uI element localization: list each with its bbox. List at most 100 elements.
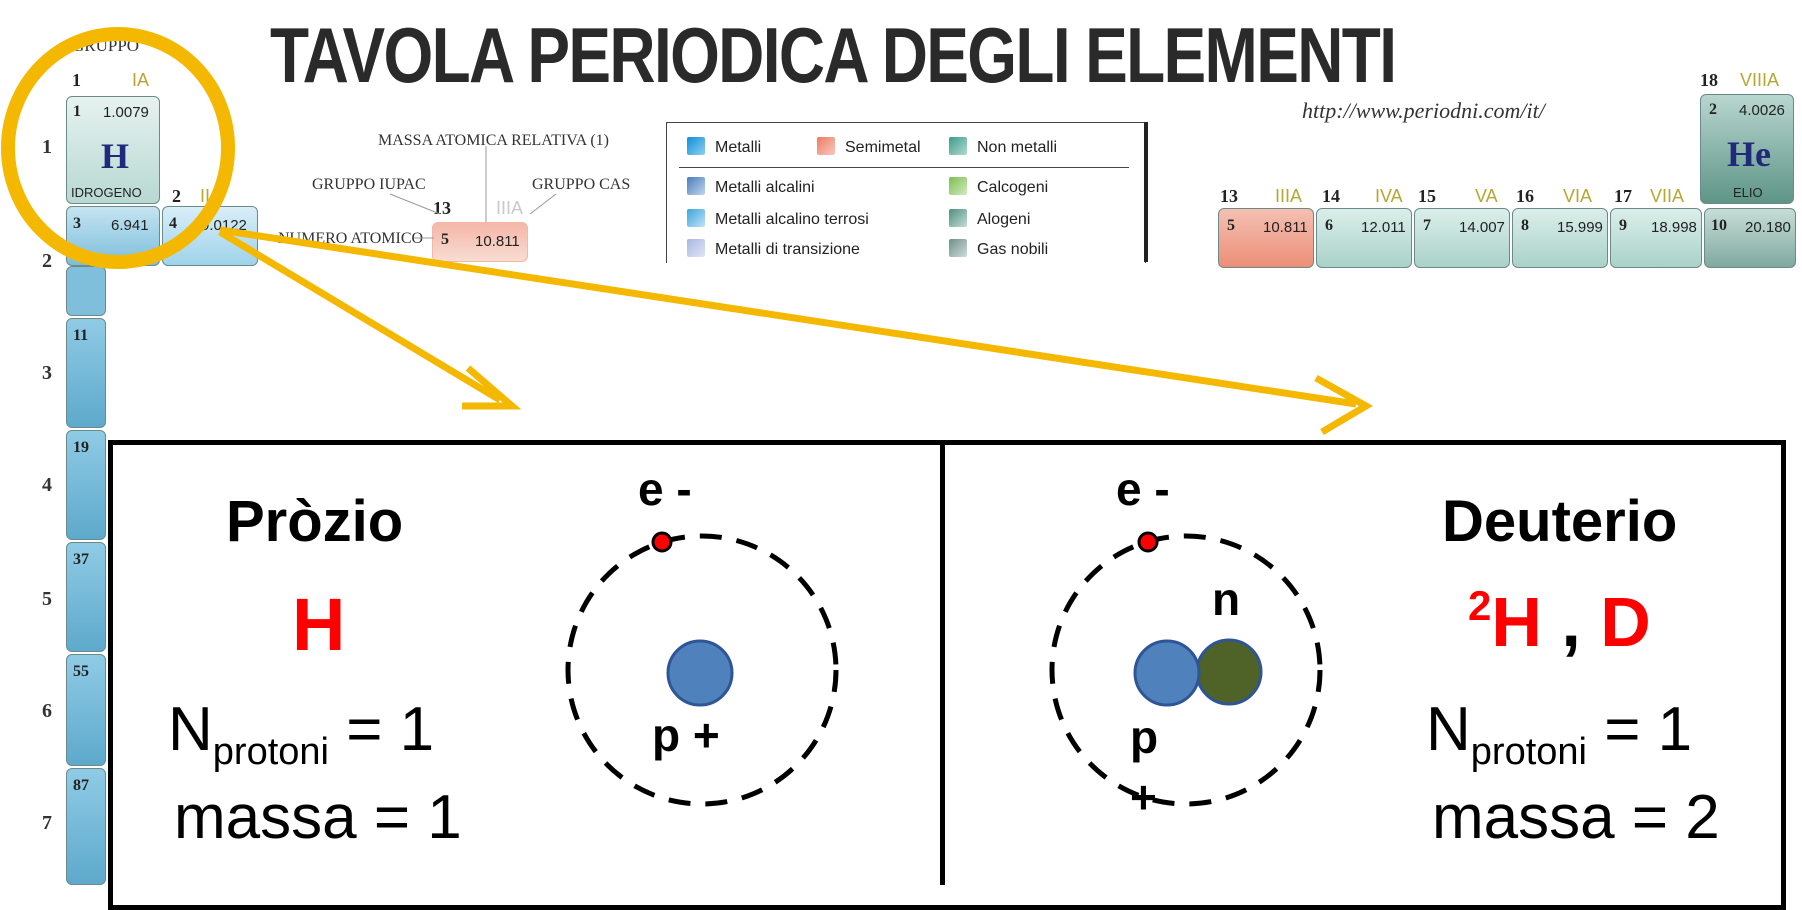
- group-17-cas: VIIA: [1650, 186, 1685, 206]
- element-number: 3: [73, 215, 81, 232]
- period-1: 1: [42, 136, 52, 158]
- element-number: 87: [73, 777, 89, 794]
- group-14-cas: IVA: [1375, 186, 1403, 206]
- deuterio-symbol: 2H , D: [1468, 582, 1651, 661]
- element-symbol: H: [101, 136, 130, 176]
- deuterio-proton: [1133, 639, 1201, 707]
- swatch-icon: [687, 239, 705, 257]
- element-name: ELIO: [1733, 185, 1763, 200]
- key-cas-label: GRUPPO CAS: [532, 176, 631, 193]
- element-cell-helium[interactable]: 2 4.0026 He ELIO: [1700, 94, 1794, 204]
- group-15-number: 15: [1418, 186, 1436, 206]
- element-number: 5: [1227, 217, 1235, 234]
- prozio-proton-label: p +: [652, 709, 720, 761]
- element-cell-rubidium[interactable]: 37: [66, 542, 106, 652]
- highlight-circle: [1, 27, 235, 269]
- element-number: 55: [73, 663, 89, 680]
- deuterio-neutron-label: n: [1212, 573, 1241, 625]
- element-number: 1: [73, 103, 81, 120]
- legend-non-metalli: Non metalli: [949, 137, 1057, 157]
- deuterio-electron-label: e -: [1116, 463, 1170, 515]
- prozio-protoni: Nprotoni = 1: [168, 695, 435, 773]
- deuterio-proton-label: p: [1130, 711, 1159, 763]
- period-4: 4: [42, 474, 52, 496]
- element-number: 10: [1711, 217, 1727, 234]
- swatch-icon: [687, 177, 705, 195]
- element-cell-neon[interactable]: 10 20.180: [1704, 208, 1796, 268]
- group-18-number: 18: [1700, 70, 1718, 90]
- period-5: 5: [42, 588, 52, 610]
- element-cell-fluorine[interactable]: 9 18.998: [1610, 208, 1702, 268]
- prozio-massa: massa = 1: [174, 783, 462, 852]
- deuterio-protoni: Nprotoni = 1: [1426, 695, 1693, 773]
- swatch-icon: [949, 209, 967, 227]
- element-cell-row2-partial: [66, 266, 106, 316]
- deuterio-electron: [1137, 531, 1159, 553]
- group-17-number: 17: [1614, 186, 1632, 206]
- element-cell-hydrogen[interactable]: 1 1.0079 H IDROGENO: [66, 96, 160, 204]
- key-example-cell: 5 10.811: [432, 222, 528, 262]
- element-number: 9: [1619, 217, 1627, 234]
- element-cell-boron[interactable]: 5 10.811: [1218, 208, 1314, 268]
- element-cell-oxygen[interactable]: 8 15.999: [1512, 208, 1608, 268]
- prozio-electron: [651, 531, 673, 553]
- swatch-icon: [817, 137, 835, 155]
- key-iupac-line: [389, 193, 441, 215]
- deuterio-proton-plus: +: [1130, 771, 1157, 823]
- element-number: 6: [1325, 217, 1333, 234]
- swatch-icon: [949, 239, 967, 257]
- panel-divider: [940, 440, 945, 885]
- arrow-to-prozio: [218, 228, 502, 404]
- atom-diagrams: [565, 531, 1323, 807]
- legend-metalli-alcalino-terrosi: Metalli alcalino terrosi: [687, 209, 869, 229]
- element-cell-carbon[interactable]: 6 12.011: [1316, 208, 1412, 268]
- element-mass: 1.0079: [103, 104, 149, 121]
- key-cas-line: [529, 193, 557, 215]
- element-number: 11: [73, 327, 89, 344]
- deuterio-neutron: [1195, 638, 1263, 706]
- group-1-cas: IA: [132, 70, 150, 90]
- legend-alogeni: Alogeni: [949, 209, 1030, 229]
- element-cell-sodium[interactable]: 11: [66, 318, 106, 428]
- legend-metalli: Metalli: [687, 137, 761, 157]
- element-cell-nitrogen[interactable]: 7 14.007: [1414, 208, 1510, 268]
- deuterio-name: Deuterio: [1442, 489, 1678, 554]
- key-example-mass: 10.811: [475, 233, 520, 250]
- isotope-panel: [108, 440, 1786, 910]
- element-cell-francium[interactable]: 87: [66, 768, 106, 885]
- element-mass: 20.180: [1745, 219, 1791, 236]
- element-mass: 4.0026: [1739, 102, 1785, 119]
- key-mass-label: MASSA ATOMICA RELATIVA (1): [378, 132, 610, 149]
- period-3: 3: [42, 362, 52, 384]
- legend-metalli-alcalini: Metalli alcalini: [687, 177, 815, 197]
- arrow-head-prozio: [462, 365, 522, 410]
- prozio-electron-label: e -: [638, 463, 692, 515]
- legend-gas-nobili: Gas nobili: [949, 239, 1048, 259]
- deuterio-orbit: [1049, 533, 1323, 807]
- legend-shadow: [1144, 122, 1148, 262]
- group-13-cas: IIIA: [1275, 186, 1303, 206]
- swatch-icon: [687, 137, 705, 155]
- overlay-graphics: [1, 27, 1374, 436]
- prozio-symbol: H: [292, 583, 346, 666]
- swatch-icon: [949, 137, 967, 155]
- source-url[interactable]: http://www.periodni.com/it/: [1302, 98, 1545, 123]
- element-cell-cesium[interactable]: 55: [66, 654, 106, 766]
- period-2: 2: [42, 250, 52, 272]
- group-15-cas: VA: [1475, 186, 1498, 206]
- prozio-orbit: [565, 533, 839, 807]
- element-number: 4: [169, 215, 177, 232]
- group-14-number: 14: [1322, 186, 1340, 206]
- element-cell-potassium[interactable]: 19: [66, 430, 106, 540]
- element-mass: 6.941: [111, 217, 149, 234]
- element-number: 2: [1709, 101, 1717, 118]
- swatch-icon: [687, 209, 705, 227]
- element-mass: 14.007: [1459, 219, 1505, 236]
- element-number: 7: [1423, 217, 1431, 234]
- prozio-name: Pròzio: [226, 489, 404, 554]
- legend-calcogeni: Calcogeni: [949, 177, 1048, 197]
- period-7: 7: [42, 812, 52, 834]
- legend-semimetal: Semimetal: [817, 137, 921, 157]
- element-number: 37: [73, 551, 89, 568]
- page-title: TAVOLA PERIODICA DEGLI ELEMENTI: [270, 11, 1397, 99]
